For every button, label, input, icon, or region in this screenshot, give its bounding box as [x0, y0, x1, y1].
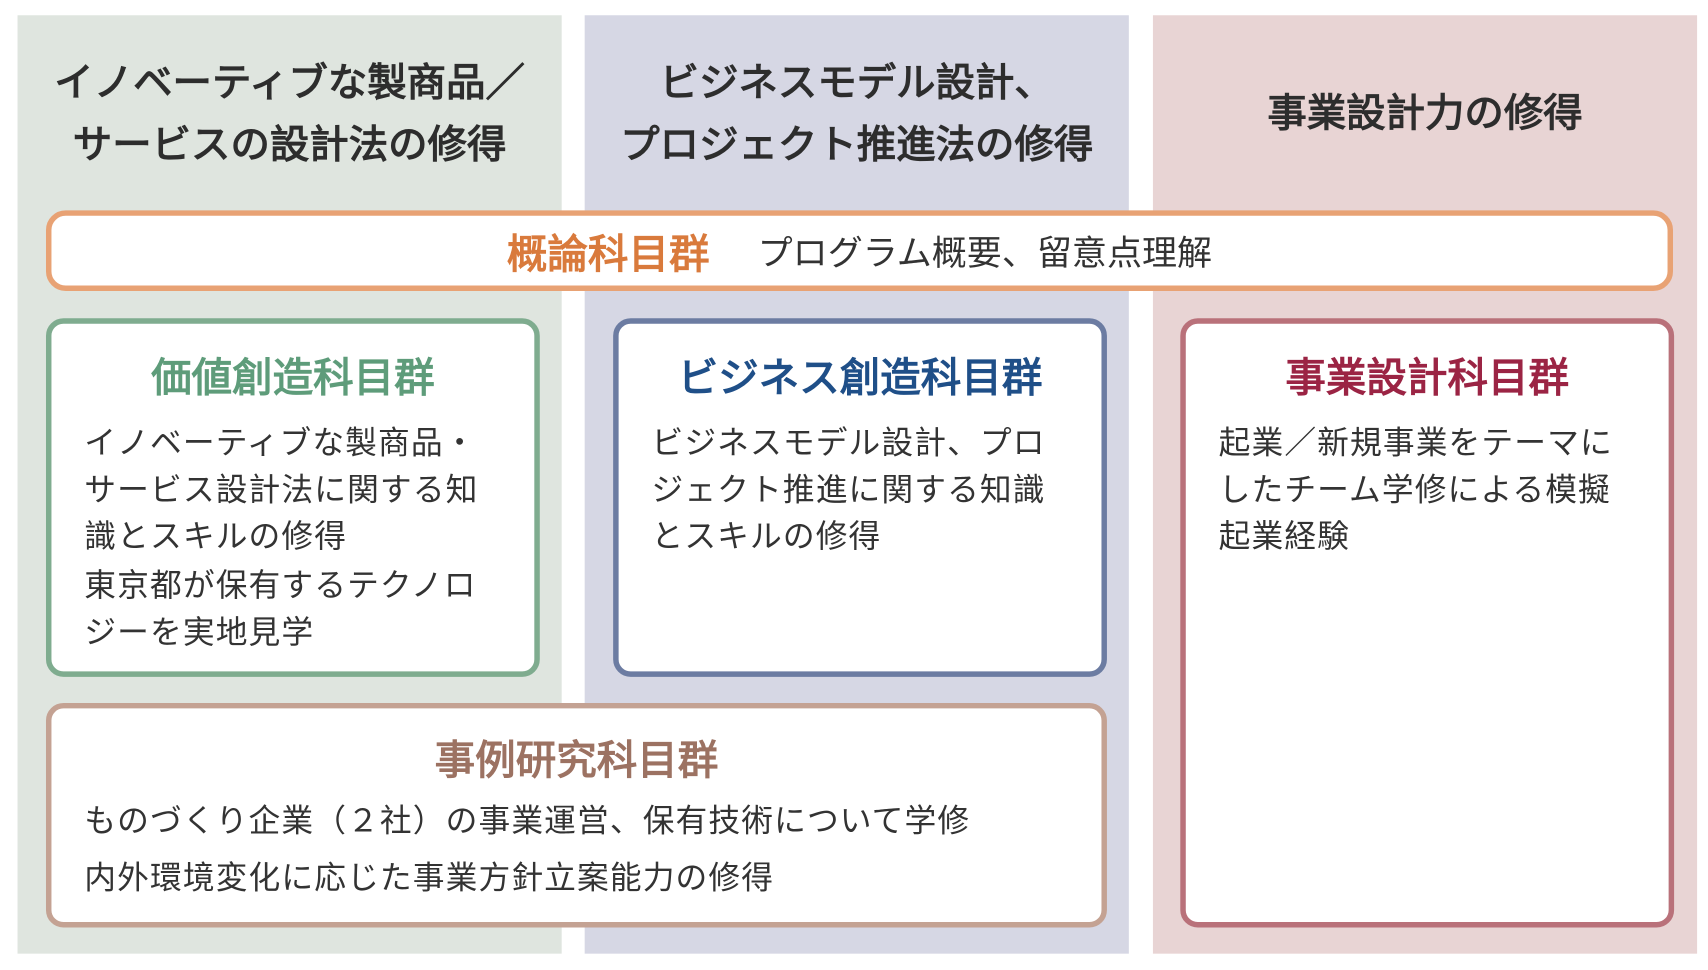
- group-item: ビジネスモデル設計、プロジェクト推進に関する知識とスキルの修得: [651, 423, 1046, 555]
- group-title: 事例研究科目群: [434, 736, 719, 784]
- group-title: 価値創造科目群: [151, 354, 435, 402]
- overview-group-text: プログラム概要、留意点理解: [757, 232, 1213, 274]
- group-body: 起業／新規事業をテーマにしたチーム学修による模擬起業経験: [1186, 420, 1669, 561]
- column-heading-line: サービスの設計法の修得: [72, 123, 507, 168]
- value-creation-group-box: 価値創造科目群 イノベーティブな製商品・サービス設計法に関する知識とスキルの修得…: [45, 318, 540, 677]
- enterprise-design-group-box: 事業設計科目群 起業／新規事業をテーマにしたチーム学修による模擬起業経験: [1180, 318, 1675, 928]
- case-study-group-box: 事例研究科目群 ものづくり企業（２社）の事業運営、保有技術について学修 内外環境…: [45, 702, 1107, 928]
- column-heading-line: ビジネスモデル設計、: [659, 61, 1054, 106]
- business-creation-group-box: ビジネス創造科目群 ビジネスモデル設計、プロジェクト推進に関する知識とスキルの修…: [613, 318, 1107, 677]
- overview-group-title: 概論科目群: [506, 231, 710, 278]
- group-body: ビジネスモデル設計、プロジェクト推進に関する知識とスキルの修得: [619, 420, 1102, 561]
- column-heading-line: 事業設計力の修得: [1267, 91, 1583, 137]
- group-item: 東京都が保有するテクノロジーを実地見学: [84, 566, 477, 651]
- group-item: 起業／新規事業をテーマにしたチーム学修による模擬起業経験: [1218, 423, 1613, 555]
- group-body: イノベーティブな製商品・サービス設計法に関する知識とスキルの修得 東京都が保有す…: [51, 420, 534, 657]
- overview-group-box: 概論科目群 プログラム概要、留意点理解: [45, 210, 1674, 292]
- group-item: ものづくり企業（２社）の事業運営、保有技術について学修: [84, 802, 971, 840]
- group-body: ものづくり企業（２社）の事業運営、保有技術について学修 内外環境変化に応じた事業…: [51, 793, 1101, 904]
- column-heading-line: プロジェクト推進法の修得: [620, 123, 1094, 168]
- column-heading-line: イノベーティブな製商品／: [54, 61, 525, 106]
- group-item: 内外環境変化に応じた事業方針立案能力の修得: [84, 858, 775, 896]
- group-title: 事業設計科目群: [1285, 354, 1569, 402]
- group-title: ビジネス創造科目群: [677, 354, 1043, 402]
- group-item: イノベーティブな製商品・サービス設計法に関する知識とスキルの修得: [84, 423, 479, 555]
